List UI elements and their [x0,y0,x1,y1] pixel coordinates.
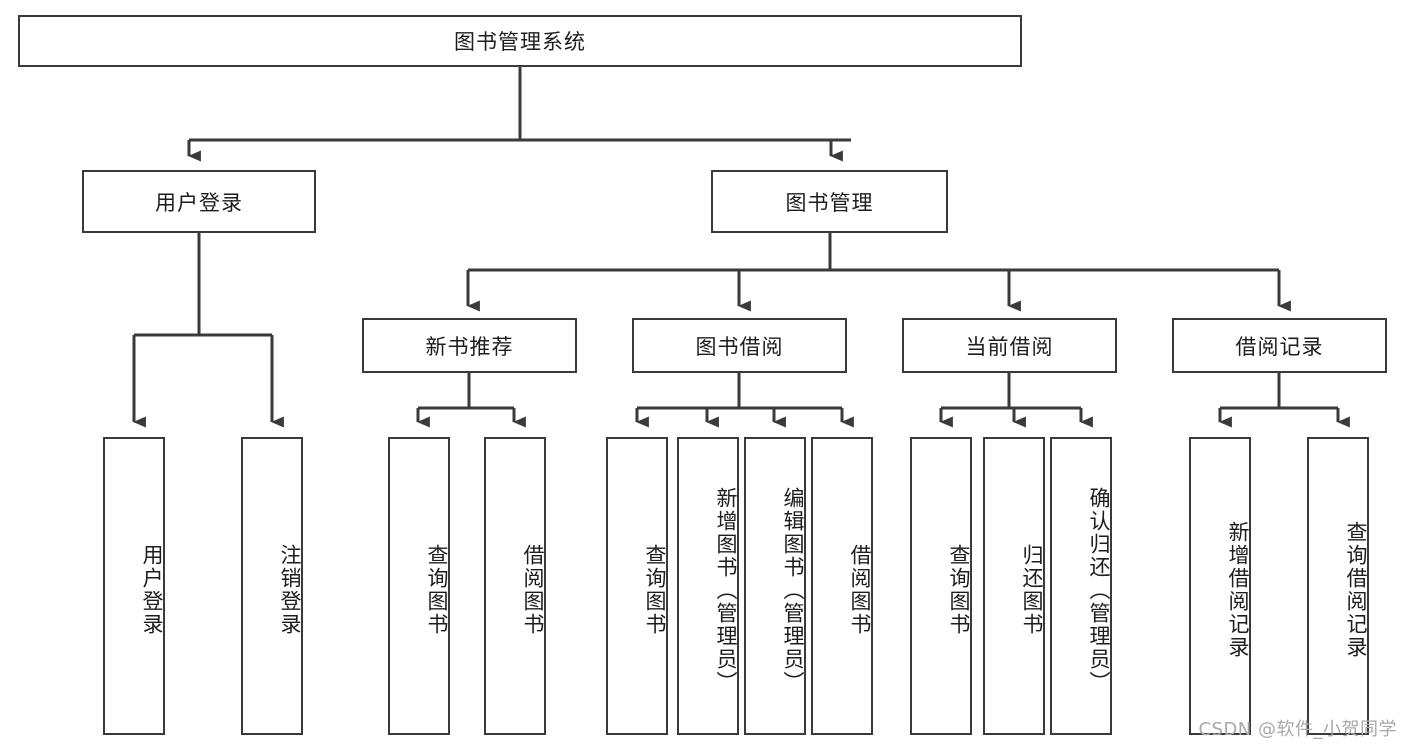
node-查询图书-leaf-4[interactable]: 查询图书 [606,437,668,735]
node-新增图书管理员-leaf-5[interactable]: 新增图书（管理员） [677,437,739,735]
node-借阅图书-leaf-3[interactable]: 借阅图书 [484,437,546,735]
node-归还图书-leaf-9-label: 归还图书 [1020,544,1044,636]
node-确认归还管理员-leaf-10[interactable]: 确认归还（管理员） [1050,437,1112,735]
node-借阅图书-leaf-3-label: 借阅图书 [521,544,545,636]
node-注销登录-leaf-1-label: 注销登录 [278,544,302,636]
node-新书推荐-l3[interactable]: 新书推荐 [362,318,577,373]
node-注销登录-leaf-1[interactable]: 注销登录 [241,437,303,735]
node-确认归还管理员-leaf-10-label: 确认归还（管理员） [1087,486,1111,694]
node-归还图书-leaf-9[interactable]: 归还图书 [983,437,1045,735]
node-用户登录-l2[interactable]: 用户登录 [82,170,316,233]
node-查询图书-leaf-2-label: 查询图书 [425,544,449,636]
node-root-system[interactable]: 图书管理系统 [18,15,1022,67]
node-借阅记录-l3[interactable]: 借阅记录 [1172,318,1387,373]
node-查询借阅记录-leaf-12[interactable]: 查询借阅记录 [1307,437,1369,735]
node-新增图书管理员-leaf-5-label: 新增图书（管理员） [714,486,738,694]
node-用户登录-leaf-0-label: 用户登录 [140,544,164,636]
node-查询图书-leaf-8[interactable]: 查询图书 [910,437,972,735]
node-用户登录-leaf-0[interactable]: 用户登录 [103,437,165,735]
node-查询图书-leaf-8-label: 查询图书 [947,544,971,636]
node-借阅图书-leaf-7-label: 借阅图书 [848,544,872,636]
node-查询图书-leaf-4-label: 查询图书 [643,544,667,636]
node-图书借阅-l3[interactable]: 图书借阅 [632,318,847,373]
watermark-text: CSDN @软件_小贺同学 [1198,719,1397,740]
node-新增借阅记录-leaf-11[interactable]: 新增借阅记录 [1189,437,1251,735]
node-编辑图书管理员-leaf-6[interactable]: 编辑图书（管理员） [744,437,806,735]
node-当前借阅-l3[interactable]: 当前借阅 [902,318,1117,373]
node-借阅图书-leaf-7[interactable]: 借阅图书 [811,437,873,735]
node-查询借阅记录-leaf-12-label: 查询借阅记录 [1344,521,1368,659]
node-查询图书-leaf-2[interactable]: 查询图书 [388,437,450,735]
node-图书管理-l2[interactable]: 图书管理 [711,170,948,233]
node-新增借阅记录-leaf-11-label: 新增借阅记录 [1226,521,1250,659]
node-编辑图书管理员-leaf-6-label: 编辑图书（管理员） [781,486,805,694]
